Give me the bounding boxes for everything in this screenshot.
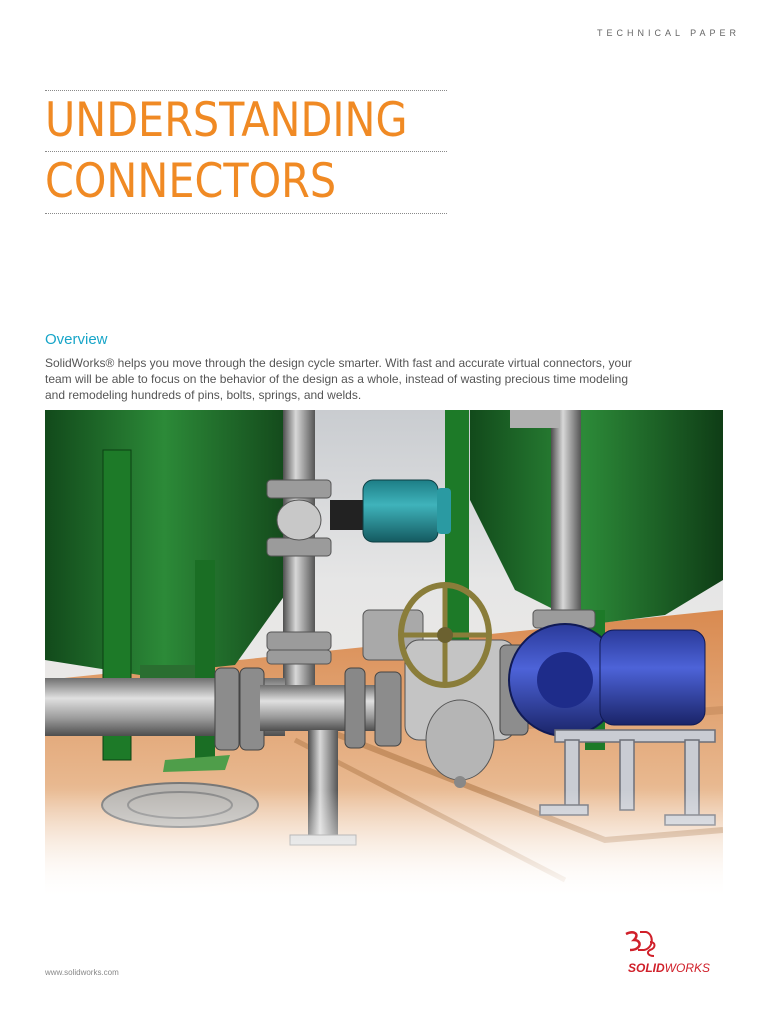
title-line-2: CONNECTORS: [45, 154, 337, 209]
wordmark-works: WORKS: [664, 961, 711, 975]
piping-assembly-illustration: [45, 410, 723, 900]
title-divider-top: [45, 90, 447, 91]
title-line-1: UNDERSTANDING: [45, 93, 408, 148]
document-type-label: TECHNICAL PAPER: [596, 28, 740, 38]
footer-website-url[interactable]: www.solidworks.com: [45, 968, 119, 977]
solidworks-logo-icon: SOLIDWORKS: [620, 928, 730, 978]
title-divider-middle: [45, 151, 447, 152]
ds-mark-icon: [625, 931, 656, 957]
wordmark-solid: SOLID: [628, 961, 665, 975]
overview-heading: Overview: [45, 331, 108, 348]
solidworks-wordmark: SOLIDWORKS: [628, 961, 710, 975]
overview-paragraph: SolidWorks® helps you move through the d…: [45, 356, 632, 402]
title-divider-bottom: [45, 213, 447, 214]
